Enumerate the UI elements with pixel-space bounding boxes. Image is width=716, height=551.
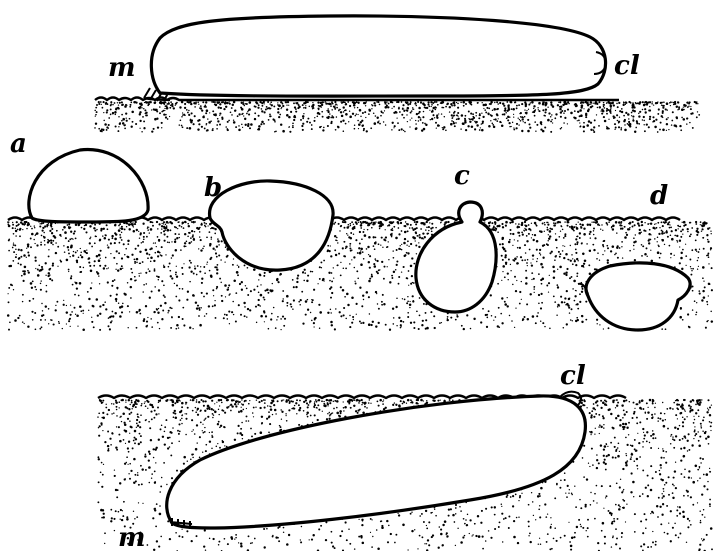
sediment-top <box>94 101 700 133</box>
stage-d-body <box>586 263 690 330</box>
label-tail-top: cl <box>614 51 640 81</box>
label-c: c <box>454 161 470 191</box>
larva-body-top <box>151 16 605 96</box>
label-d: d <box>650 181 668 211</box>
stage-b-body <box>210 181 334 270</box>
middle-panel: a b c d <box>7 129 713 331</box>
label-b: b <box>204 173 222 203</box>
top-panel: m cl <box>94 16 700 133</box>
bottom-panel: cl m <box>97 361 713 551</box>
larva-body-bottom <box>167 396 586 528</box>
sediment-surface-top <box>95 98 619 101</box>
label-mouth-bottom: m <box>118 523 146 551</box>
label-tail-bottom: cl <box>560 361 586 391</box>
label-a: a <box>10 129 27 159</box>
stage-a-body <box>29 150 148 222</box>
label-mouth-top: m <box>108 53 136 83</box>
